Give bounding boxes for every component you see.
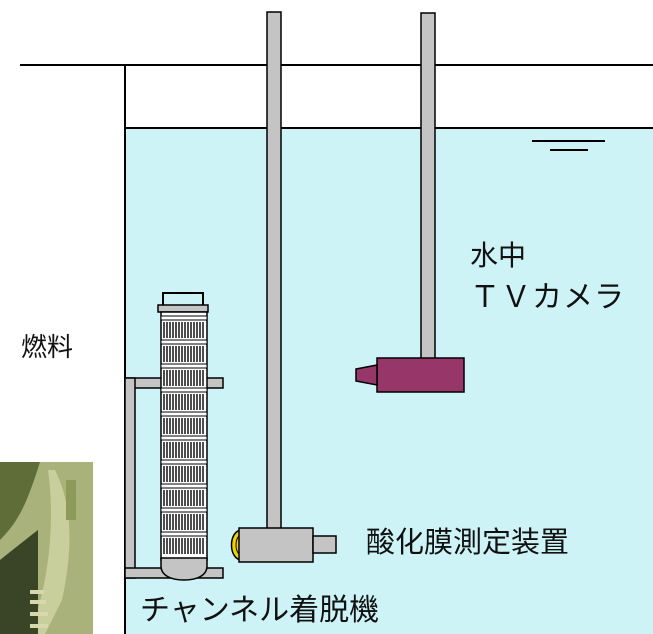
fuel-label: 燃料 — [21, 333, 74, 363]
fuel-rod-stripes — [160, 315, 208, 554]
oxide-film-sensor — [230, 527, 337, 563]
tv-camera-label-line2: ＴＶカメラ — [470, 280, 625, 315]
channel-remover-label: チャンネル着脱機 — [140, 593, 380, 628]
tv-camera — [355, 357, 465, 393]
water-level-icon — [532, 140, 605, 151]
tv-camera-rod — [420, 12, 436, 361]
tv-camera-label-line1: 水中 — [470, 239, 527, 272]
channel-remover-rod — [266, 11, 282, 535]
oxide-measurement-label: 酸化膜測定装置 — [366, 525, 570, 559]
fuel-photo — [0, 462, 93, 634]
